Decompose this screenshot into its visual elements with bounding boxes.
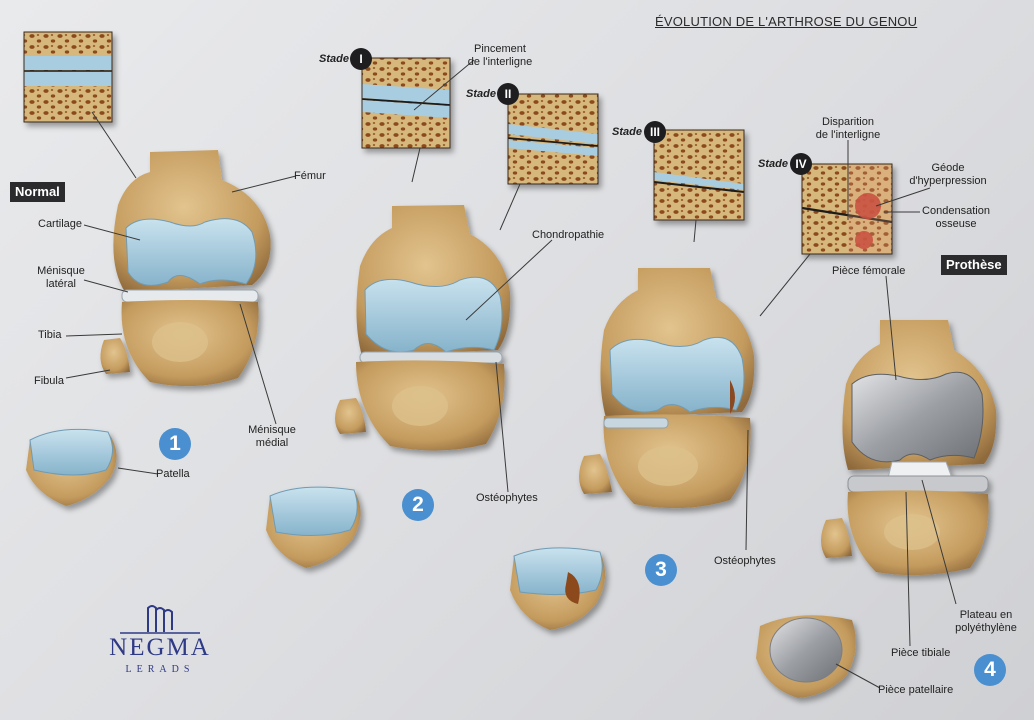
label-piece-patellaire: Pièce patellaire (878, 684, 954, 696)
brand-name: NEGMA (109, 634, 211, 661)
label-patella: Patella (156, 468, 190, 480)
patella-stage-2 (266, 486, 361, 568)
stage-badge-3: III (644, 121, 666, 143)
label-cartilage: Cartilage (38, 218, 83, 230)
label-piece-femorale: Pièce fémorale (832, 265, 906, 277)
knee-stage-3 (579, 268, 755, 509)
section-stage-3 (653, 129, 745, 221)
label-femur: Fémur (294, 170, 326, 182)
stade-label-1: Stade (319, 53, 349, 65)
label-menisque-medial-1: Ménisque (248, 424, 296, 436)
knee-stage-2 (335, 205, 511, 451)
stage-badge-1: I (350, 48, 372, 70)
label-disparition-1: Disparition (822, 116, 874, 128)
knee-prosthesis (821, 320, 997, 576)
label-disparition-2: de l'interligne (815, 129, 881, 141)
brand-logo: NEGMA LERADS (90, 604, 230, 684)
label-fibula: Fibula (34, 375, 64, 387)
patella-prosthesis (756, 615, 856, 698)
section-stage-1 (361, 57, 451, 149)
label-geode-2: d'hyperpression (909, 175, 987, 187)
patella-normal (26, 428, 117, 506)
section-normal (23, 31, 113, 123)
stade-label-4: Stade (758, 158, 788, 170)
section-stage-4 (801, 163, 893, 255)
number-badge-2: 2 (402, 489, 434, 521)
label-osteophytes-a: Ostéophytes (476, 492, 538, 504)
label-plateau-2: polyéthylène (955, 622, 1017, 634)
prothese-tag: Prothèse (941, 255, 1007, 275)
label-tibia: Tibia (38, 329, 62, 341)
label-menisque-lateral-1: Ménisque (37, 265, 85, 277)
section-stage-2 (507, 93, 599, 185)
label-condensation-1: Condensation (922, 205, 990, 217)
label-chondropathie: Chondropathie (532, 229, 605, 241)
label-osteophytes-b: Ostéophytes (714, 555, 776, 567)
label-menisque-lateral-2: latéral (46, 278, 76, 290)
number-badge-4: 4 (974, 654, 1006, 686)
brand-sub: LERADS (125, 664, 195, 675)
stage-badge-4: IV (790, 153, 812, 175)
label-condensation-2: osseuse (935, 218, 977, 230)
chart-title: ÉVOLUTION DE L'ARTHROSE DU GENOU (655, 14, 918, 29)
normal-tag: Normal (10, 182, 65, 202)
stade-label-2: Stade (466, 88, 496, 100)
stade-label-3: Stade (612, 126, 642, 138)
leader-lines (65, 59, 957, 689)
patella-stage-3 (510, 547, 606, 630)
stage-badge-2: II (497, 83, 519, 105)
label-pincement-2: de l'interligne (467, 56, 533, 68)
label-menisque-medial-2: médial (255, 437, 289, 449)
number-badge-3: 3 (645, 554, 677, 586)
label-pincement-1: Pincement (474, 43, 526, 55)
number-badge-1: 1 (159, 428, 191, 460)
knee-normal (100, 150, 271, 387)
logo-mark-icon (120, 605, 200, 634)
label-geode-1: Géode (931, 162, 965, 174)
label-piece-tibiale: Pièce tibiale (891, 647, 951, 659)
label-plateau-1: Plateau en (959, 609, 1013, 621)
